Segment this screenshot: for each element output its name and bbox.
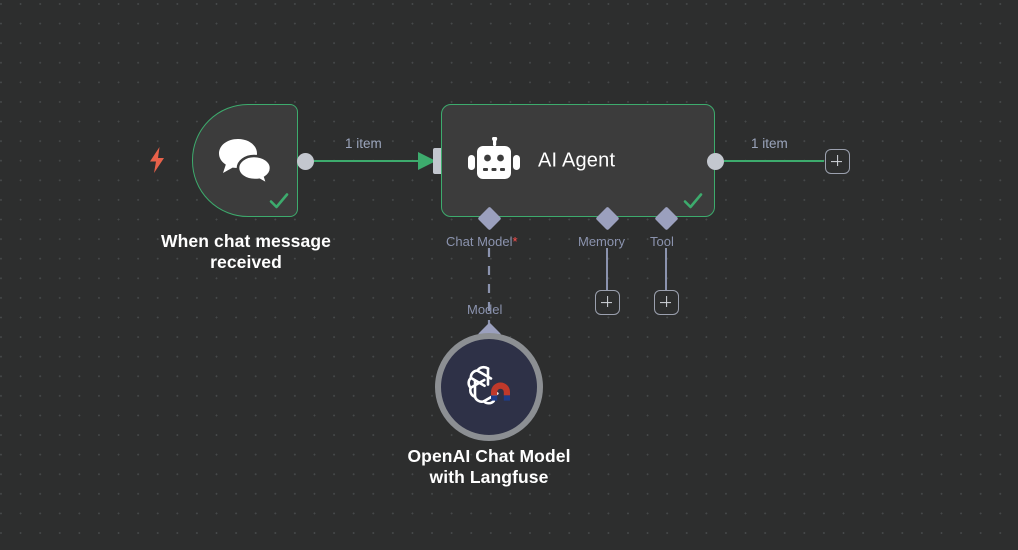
required-asterisk: *	[512, 234, 518, 249]
node-title-ai-agent: AI Agent	[538, 149, 616, 171]
lightning-bolt-icon	[146, 146, 168, 174]
agent-port-label-tool: Tool	[650, 234, 674, 249]
status-badge-success-trigger	[268, 190, 290, 212]
trigger-output-port[interactable]	[297, 153, 314, 170]
edge-label-trigger-to-agent: 1 item	[345, 136, 382, 151]
robot-icon	[468, 135, 520, 185]
agent-output-port[interactable]	[707, 153, 724, 170]
agent-port-label-chat-model: Chat Model*	[446, 234, 518, 249]
edge-label-model: Model	[467, 302, 503, 317]
agent-input-port[interactable]	[433, 148, 443, 174]
chat-bubbles-icon	[217, 135, 273, 187]
add-node-button-main[interactable]	[825, 149, 850, 174]
node-ai-agent[interactable]: AI Agent	[441, 104, 715, 217]
node-label-trigger: When chat message received	[161, 231, 331, 273]
port-label-text: Chat Model	[446, 234, 513, 249]
add-memory-button[interactable]	[595, 290, 620, 315]
add-tool-button[interactable]	[654, 290, 679, 315]
openai-langfuse-icon	[464, 363, 514, 411]
port-label-text: Tool	[650, 234, 674, 249]
edge-label-agent-to-next: 1 item	[751, 136, 788, 151]
status-badge-success-agent	[682, 190, 704, 212]
magnet-badge	[491, 382, 510, 401]
port-label-text: Memory	[578, 234, 625, 249]
agent-port-label-memory: Memory	[578, 234, 625, 249]
node-label-openai-model: OpenAI Chat Model with Langfuse	[407, 446, 571, 488]
node-when-chat-message-received[interactable]	[192, 104, 298, 217]
node-openai-chat-model-with-langfuse[interactable]	[435, 333, 543, 441]
